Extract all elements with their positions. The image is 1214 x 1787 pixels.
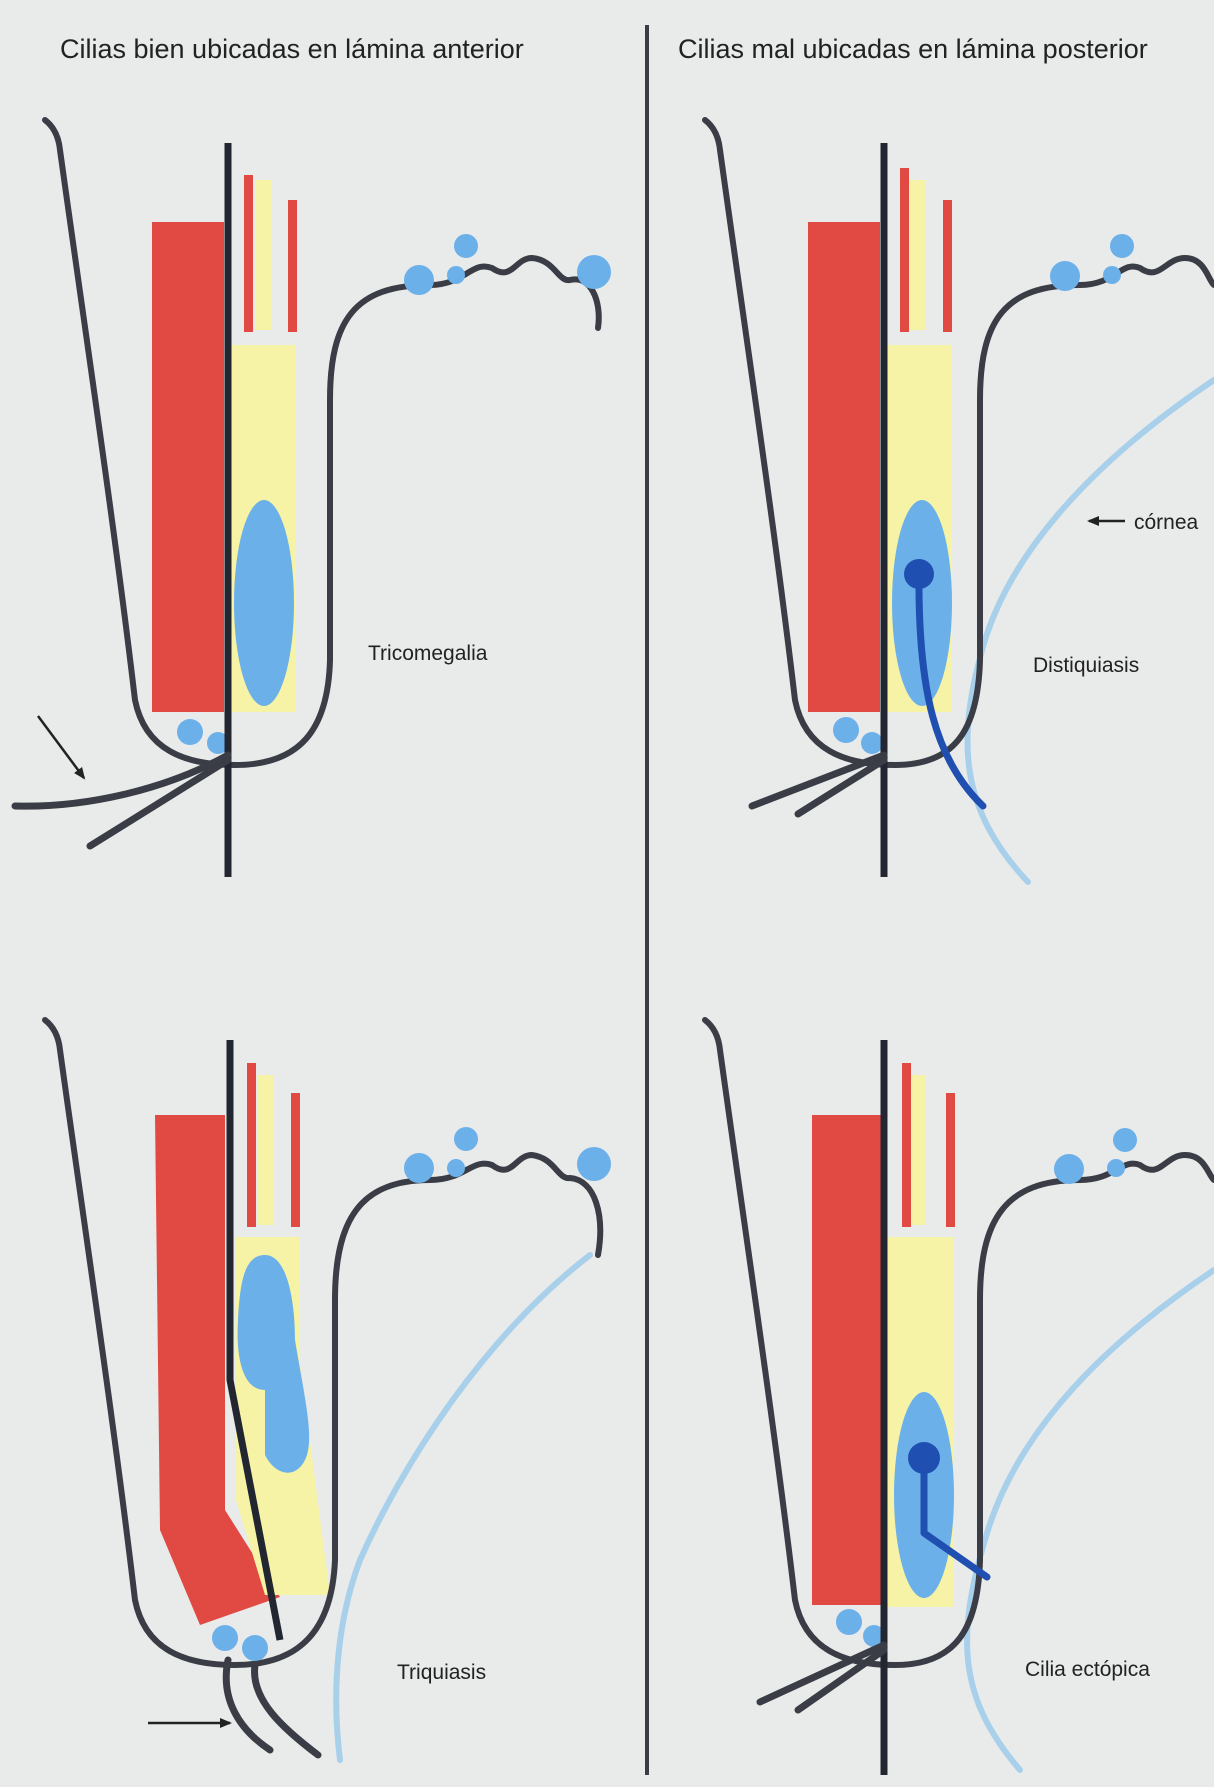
gland-orifice	[577, 1147, 611, 1181]
header-left: Cilias bien ubicadas en lámina anterior	[60, 34, 524, 64]
ectopic-follicle	[908, 1442, 940, 1474]
label-triquiasis: Triquiasis	[397, 1661, 486, 1684]
orbicularis-muscle	[812, 1115, 884, 1605]
orbicularis-muscle	[152, 222, 224, 712]
gland-orifice	[1107, 1159, 1125, 1177]
gland-orifice	[1103, 266, 1121, 284]
gland-orifice	[1110, 234, 1134, 258]
gland-orifice	[212, 1625, 238, 1651]
gland-orifice	[836, 1609, 862, 1635]
tarsal-strip	[258, 1075, 274, 1225]
gland-orifice	[1113, 1128, 1137, 1152]
gland-orifice	[1054, 1154, 1084, 1184]
label-cornea: córnea	[1134, 511, 1199, 534]
gland-orifice	[1050, 261, 1080, 291]
muscle-fiber	[902, 1063, 911, 1227]
label-cilia-ectopica: Cilia ectópica	[1025, 1658, 1150, 1681]
gland-orifice	[861, 732, 883, 754]
gland-orifice	[454, 234, 478, 258]
gland-orifice	[404, 265, 434, 295]
header-right: Cilias mal ubicadas en lámina posterior	[678, 34, 1148, 64]
gland-orifice	[447, 1159, 465, 1177]
muscle-fiber	[946, 1093, 955, 1227]
tarsal-strip	[910, 1075, 926, 1225]
tarsal-strip	[910, 180, 926, 330]
gland-orifice	[454, 1127, 478, 1151]
muscle-fiber	[900, 168, 909, 332]
gland-orifice	[447, 266, 465, 284]
tarsal-strip	[255, 180, 271, 330]
meibomian-gland	[234, 500, 294, 706]
muscle-fiber	[943, 200, 952, 332]
label-distiquiasis: Distiquiasis	[1033, 654, 1139, 677]
gland-orifice	[177, 719, 203, 745]
muscle-fiber	[244, 175, 253, 332]
gland-orifice	[833, 717, 859, 743]
muscle-fiber	[247, 1063, 256, 1227]
gland-orifice	[577, 255, 611, 289]
gland-orifice	[404, 1153, 434, 1183]
gland-orifice	[242, 1635, 268, 1661]
muscle-fiber	[291, 1093, 300, 1227]
muscle-fiber	[288, 200, 297, 332]
orbicularis-muscle	[808, 222, 880, 712]
aberrant-follicle	[904, 559, 934, 589]
label-tricomegalia: Tricomegalia	[368, 642, 488, 665]
